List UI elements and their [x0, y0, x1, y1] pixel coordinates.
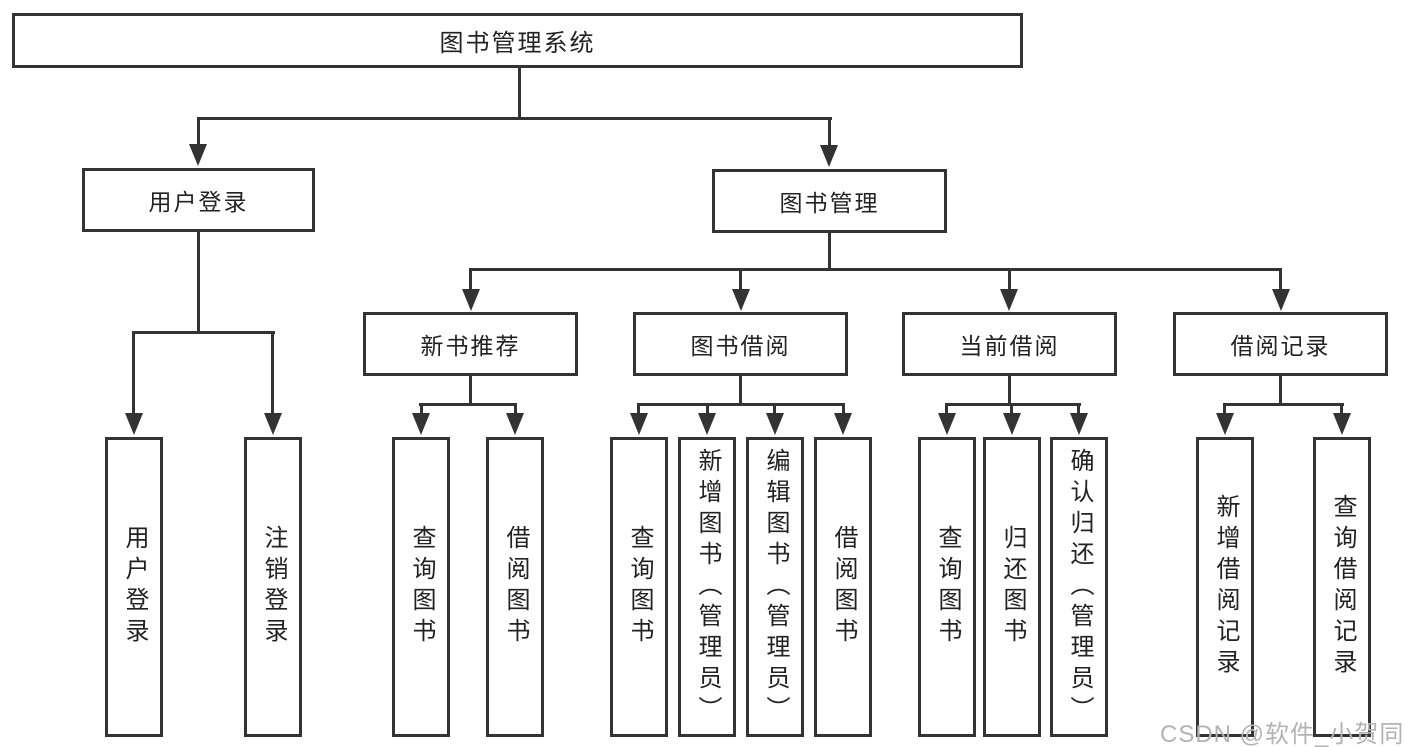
connector-current-borrowing-rail	[945, 403, 1081, 406]
leaf-bor-edit-book: 编辑图书（管理员）	[746, 437, 804, 737]
node-new-book-recommend-label: 新书推荐	[420, 333, 521, 359]
arrowhead-book-management	[820, 145, 838, 167]
leaf-rec-query-book: 查询图书	[392, 437, 450, 737]
arrowhead-leaf-logout	[264, 413, 282, 435]
leaf-bor-add-book-label: 新增图书（管理员）	[694, 447, 721, 727]
node-book-borrowing: 图书借阅	[633, 312, 848, 376]
arrowhead-add-borrow-record	[1216, 413, 1234, 435]
node-book-borrowing-label: 图书借阅	[690, 333, 791, 359]
leaf-user-login: 用户登录	[105, 437, 163, 737]
connector-drop-cur-return-book	[1010, 403, 1013, 416]
leaf-user-login-label: 用户登录	[121, 525, 148, 649]
connector-drop-cur-confirm-return	[1077, 403, 1080, 416]
arrowhead-new-book-recommend	[462, 289, 480, 311]
connector-user-login-rail	[132, 331, 275, 334]
arrowhead-current-borrowing	[1000, 289, 1018, 311]
leaf-rec-borrow-book-label: 借阅图书	[502, 525, 529, 649]
node-root-label: 图书管理系统	[439, 30, 596, 57]
leaf-query-borrow-record: 查询借阅记录	[1313, 437, 1371, 737]
leaf-logout-label: 注销登录	[260, 525, 287, 649]
leaf-logout: 注销登录	[244, 437, 302, 737]
node-user-login: 用户登录	[82, 168, 315, 232]
arrowhead-cur-query-book	[938, 413, 956, 435]
leaf-query-borrow-record-label: 查询借阅记录	[1329, 494, 1356, 680]
connector-new-book-recommend-rail	[419, 403, 517, 406]
leaf-bor-borrow-book: 借阅图书	[814, 437, 872, 737]
leaf-rec-query-book-label: 查询图书	[408, 525, 435, 649]
leaf-cur-confirm-return-label: 确认归还（管理员）	[1066, 447, 1093, 727]
arrowhead-bor-query-book	[630, 413, 648, 435]
arrowhead-cur-return-book	[1003, 413, 1021, 435]
arrowhead-borrowing-records	[1272, 289, 1290, 311]
leaf-cur-query-book-label: 查询图书	[934, 525, 961, 649]
connector-book-borrowing-stem	[739, 376, 742, 406]
connector-drop-book-management	[828, 117, 831, 148]
connector-drop-bor-add-book	[706, 403, 709, 416]
connector-drop-new-book-recommend	[469, 268, 472, 293]
node-new-book-recommend: 新书推荐	[363, 312, 578, 376]
connector-drop-bor-edit-book	[773, 403, 776, 416]
connector-drop-leaf-login	[132, 331, 135, 415]
connector-drop-current-borrowing	[1008, 268, 1011, 293]
connector-drop-add-borrow-record	[1223, 403, 1226, 416]
leaf-bor-query-book-label: 查询图书	[626, 525, 653, 649]
node-borrowing-records-label: 借阅记录	[1230, 333, 1331, 359]
leaf-bor-borrow-book-label: 借阅图书	[830, 525, 857, 649]
arrowhead-rec-query-book	[412, 413, 430, 435]
connector-drop-book-borrowing	[739, 268, 742, 293]
node-book-management: 图书管理	[712, 169, 947, 233]
connector-current-borrowing-stem	[1008, 376, 1011, 406]
watermark: CSDN @软件_小贺同学	[1160, 721, 1405, 747]
leaf-cur-confirm-return: 确认归还（管理员）	[1050, 437, 1108, 737]
arrowhead-bor-edit-book	[766, 413, 784, 435]
connector-borrowing-records-rail	[1224, 403, 1344, 406]
connector-drop-leaf-logout	[271, 331, 274, 415]
node-current-borrowing: 当前借阅	[902, 312, 1117, 376]
connector-drop-cur-query-book	[945, 403, 948, 416]
arrowhead-book-borrowing	[732, 289, 750, 311]
connector-drop-bor-query-book	[637, 403, 640, 416]
leaf-cur-return-book: 归还图书	[983, 437, 1041, 737]
connector-borrowing-records-stem	[1279, 376, 1282, 406]
leaf-cur-return-book-label: 归还图书	[999, 525, 1026, 649]
arrowhead-query-borrow-record	[1333, 413, 1351, 435]
leaf-bor-query-book: 查询图书	[610, 437, 668, 737]
arrowhead-user-login	[189, 144, 207, 166]
connector-root-stem	[518, 66, 521, 120]
arrowhead-leaf-login	[125, 413, 143, 435]
leaf-bor-add-book: 新增图书（管理员）	[678, 437, 736, 737]
leaf-add-borrow-record: 新增借阅记录	[1196, 437, 1254, 737]
leaf-cur-query-book: 查询图书	[918, 437, 976, 737]
connector-book-management-stem	[828, 233, 831, 271]
connector-drop-bor-borrow-book	[842, 403, 845, 416]
connector-drop-user-login	[197, 117, 200, 147]
node-user-login-label: 用户登录	[148, 189, 249, 215]
arrowhead-bor-add-book	[698, 413, 716, 435]
connector-user-login-stem	[197, 232, 200, 334]
node-borrowing-records: 借阅记录	[1173, 312, 1388, 376]
node-current-borrowing-label: 当前借阅	[959, 333, 1060, 359]
arrowhead-rec-borrow-book	[506, 413, 524, 435]
node-book-management-label: 图书管理	[779, 190, 880, 216]
connector-drop-query-borrow-record	[1340, 403, 1343, 416]
connector-root-rail	[197, 117, 832, 120]
arrowhead-cur-confirm-return	[1070, 413, 1088, 435]
node-root: 图书管理系统	[12, 13, 1023, 68]
connector-book-borrowing-rail	[637, 403, 845, 406]
connector-book-management-rail	[469, 268, 1282, 271]
connector-drop-borrowing-records	[1279, 268, 1282, 293]
connector-new-book-recommend-stem	[469, 376, 472, 406]
arrowhead-bor-borrow-book	[834, 413, 852, 435]
leaf-bor-edit-book-label: 编辑图书（管理员）	[762, 447, 789, 727]
leaf-add-borrow-record-label: 新增借阅记录	[1212, 494, 1239, 680]
connector-drop-rec-borrow-book	[514, 403, 517, 416]
leaf-rec-borrow-book: 借阅图书	[486, 437, 544, 737]
connector-drop-rec-query-book	[420, 403, 423, 416]
